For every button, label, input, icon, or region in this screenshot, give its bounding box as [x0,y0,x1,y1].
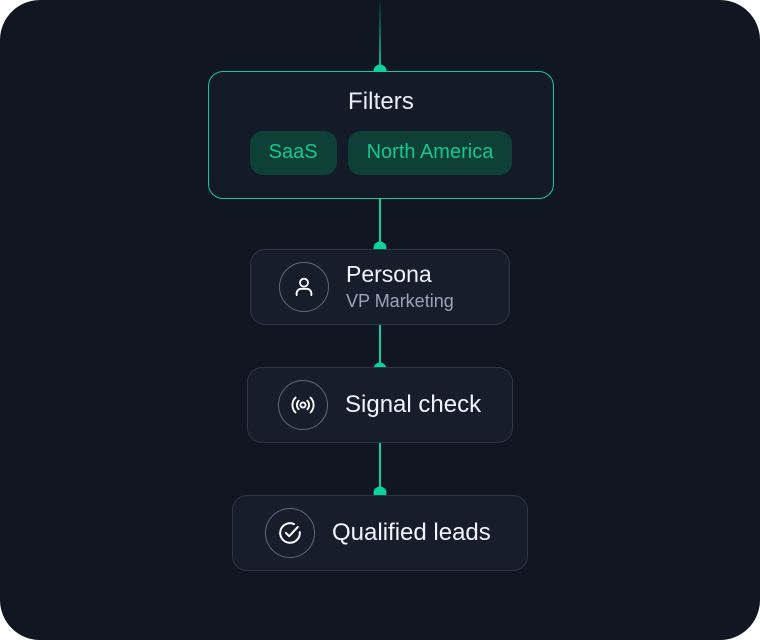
persona-text-group: Persona VP Marketing [346,261,454,313]
step-card-persona[interactable]: Persona VP Marketing [250,249,510,325]
check-circle-icon [265,508,315,558]
connector-persona-to-signal [379,325,381,367]
signal-title: Signal check [345,391,482,419]
connector-signal-to-leads [379,443,381,495]
connector-top [379,0,381,75]
step-card-signal-check[interactable]: Signal check [247,367,513,443]
persona-title: Persona [346,261,432,288]
filter-pill-saas[interactable]: SaaS [249,130,337,175]
filter-pill-north-america[interactable]: North America [347,130,513,175]
leads-text-group: Qualified leads [332,519,491,547]
signal-text-group: Signal check [345,391,481,419]
connector-filters-to-persona [379,199,381,249]
broadcast-signal-icon [278,380,328,430]
filter-pill-row: SaaS North America [249,130,513,175]
persona-subtitle: VP Marketing [346,290,454,311]
filters-title: Filters [347,88,415,115]
person-icon [279,262,329,312]
leads-title: Qualified leads [332,519,491,547]
filters-box[interactable]: Filters SaaS North America [208,71,554,199]
step-card-qualified-leads[interactable]: Qualified leads [232,495,528,571]
